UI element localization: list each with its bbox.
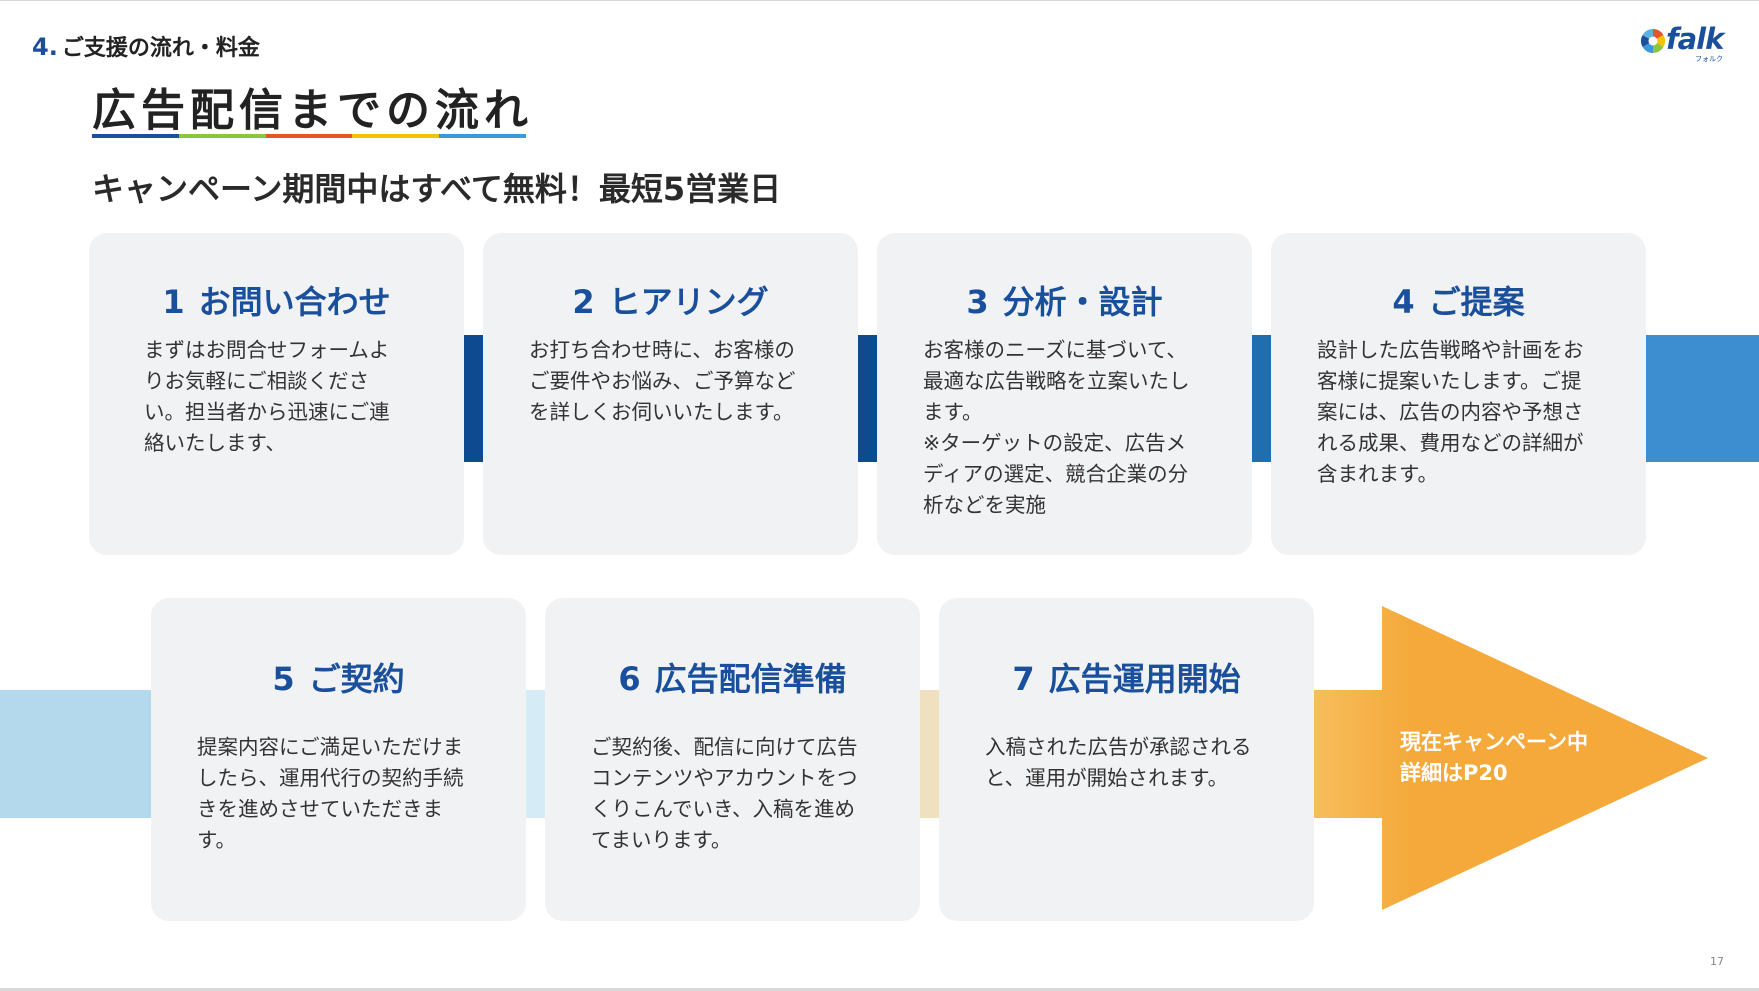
step-title: 7 広告運用開始 [939, 654, 1314, 700]
connector-bar [916, 690, 942, 818]
description-line: 入稿された広告が承認される [985, 735, 1252, 759]
underline-segment [265, 134, 353, 138]
falk-logo: falk フォルク [1640, 22, 1730, 64]
top-border [0, 0, 1759, 1]
step-description: 入稿された広告が承認される と、運用が開始されます。 [985, 732, 1295, 794]
description-line: くりこんでいき、入稿を進め [591, 797, 856, 821]
step-card-5: 5 ご契約 提案内容にご満足いただけま したら、運用代行の契約手続 きを進めさせて… [151, 598, 526, 921]
description-line: 析などを実施 [923, 493, 1046, 517]
step-description: まずはお問合せフォームよ りお気軽にご相談くださ い。担当者から迅速にご連 絡い… [144, 335, 444, 459]
step-number: 2 [572, 283, 595, 321]
connector-bar [854, 335, 880, 462]
description-line: 含まれます。 [1317, 462, 1438, 486]
step-title-text: 分析・設計 [1002, 283, 1163, 321]
step-card-1: 1 お問い合わせ まずはお問合せフォームよ りお気軽にご相談くださ い。担当者から… [89, 233, 464, 555]
step-title-text: ご提案 [1428, 283, 1525, 321]
description-line: コンテンツやアカウントをつ [591, 766, 858, 790]
page-title: 広告配信までの流れ [92, 85, 533, 136]
description-line: ご要件やお悩み、ご予算など [529, 369, 796, 393]
description-line: したら、運用代行の契約手続 [197, 766, 464, 790]
step-number: 7 [1012, 660, 1035, 698]
step-number: 4 [1392, 283, 1415, 321]
description-line: まずはお問合せフォームよ [144, 338, 390, 362]
description-line: お打ち合わせ時に、お客様の [529, 338, 795, 362]
connector-bar [1248, 335, 1274, 462]
step-card-4: 4 ご提案 設計した広告戦略や計画をお 客様に提案いたします。ご提 案には、広告の… [1271, 233, 1646, 555]
connector-bar [0, 690, 160, 818]
step-card-3: 3 分析・設計 お客様のニーズに基づいて、 最適な広告戦略を立案いたし ます。 ※… [877, 233, 1252, 555]
campaign-line: 現在キャンペーン中 [1400, 730, 1588, 754]
section-number: 4. [32, 33, 58, 61]
description-line: 最適な広告戦略を立案いたし [923, 369, 1190, 393]
logo-word: falk [1666, 22, 1724, 56]
step-title-text: お問い合わせ [198, 283, 391, 321]
step-title-text: ヒアリング [608, 283, 769, 321]
description-line: ディアの選定、競合企業の分 [923, 462, 1189, 486]
description-line: ご契約後、配信に向けて広告 [591, 735, 858, 759]
subtitle: キャンペーン期間中はすべて無料！最短5営業日 [92, 170, 782, 208]
description-line: ※ターゲットの設定、広告メ [923, 431, 1187, 455]
campaign-arrow-icon [1314, 606, 1708, 910]
connector-bar [1642, 335, 1759, 462]
page-number: 17 [1710, 955, 1724, 968]
description-line: りお気軽にご相談くださ [144, 369, 370, 393]
campaign-line: 詳細はP20 [1400, 761, 1508, 785]
step-card-7: 7 広告運用開始 入稿された広告が承認される と、運用が開始されます。 [939, 598, 1314, 921]
logo-kana: フォルク [1695, 55, 1723, 63]
step-title: 1 お問い合わせ [89, 277, 464, 323]
description-line: てまいります。 [591, 828, 732, 852]
step-title-text: ご契約 [308, 660, 405, 698]
description-line: 案には、広告の内容や予想さ [1317, 400, 1584, 424]
description-line: 設計した広告戦略や計画をお [1317, 338, 1584, 362]
step-description: 提案内容にご満足いただけま したら、運用代行の契約手続 きを進めさせていただきま… [197, 732, 507, 856]
underline-segment [439, 134, 526, 138]
step-number: 1 [162, 283, 185, 321]
step-title: 5 ご契約 [151, 654, 526, 700]
description-line: ます。 [923, 400, 983, 424]
step-title: 3 分析・設計 [877, 277, 1252, 323]
description-line: い。担当者から迅速にご連 [144, 400, 390, 424]
description-line: きを進めさせていただきま [197, 797, 443, 821]
description-line: す。 [197, 828, 236, 852]
step-number: 3 [966, 283, 989, 321]
step-title-text: 広告配信準備 [654, 660, 847, 698]
section-label: 4.ご支援の流れ・料金 [32, 30, 260, 62]
section-title: ご支援の流れ・料金 [61, 36, 260, 61]
step-title: 2 ヒアリング [483, 277, 858, 323]
step-title: 6 広告配信準備 [545, 654, 920, 700]
description-line: れる成果、費用などの詳細が [1317, 431, 1584, 455]
underline-segment [92, 134, 179, 138]
description-line: お客様のニーズに基づいて、 [923, 338, 1187, 362]
underline-segment [178, 134, 266, 138]
step-title: 4 ご提案 [1271, 277, 1646, 323]
step-description: 設計した広告戦略や計画をお 客様に提案いたします。ご提 案には、広告の内容や予想… [1317, 335, 1627, 490]
step-card-6: 6 広告配信準備 ご契約後、配信に向けて広告 コンテンツやアカウントをつ くりこん… [545, 598, 920, 921]
description-line: と、運用が開始されます。 [985, 766, 1229, 790]
description-line: 客様に提案いたします。ご提 [1317, 369, 1582, 393]
connector-bar [460, 335, 486, 462]
step-number: 6 [618, 660, 641, 698]
step-number: 5 [272, 660, 295, 698]
title-underline [92, 134, 526, 138]
step-description: お打ち合わせ時に、お客様の ご要件やお悩み、ご予算など を詳しくお伺いいたします… [529, 335, 839, 428]
connector-bar [522, 690, 548, 818]
description-line: 絡いたします、 [144, 431, 286, 455]
bottom-border [0, 988, 1759, 991]
campaign-notice: 現在キャンペーン中 詳細はP20 [1400, 727, 1588, 789]
step-description: お客様のニーズに基づいて、 最適な広告戦略を立案いたし ます。 ※ターゲットの設… [923, 335, 1233, 521]
underline-segment [352, 134, 440, 138]
step-title-text: 広告運用開始 [1048, 660, 1241, 698]
step-card-2: 2 ヒアリング お打ち合わせ時に、お客様の ご要件やお悩み、ご予算など を詳しくお… [483, 233, 858, 555]
step-description: ご契約後、配信に向けて広告 コンテンツやアカウントをつ くりこんでいき、入稿を進… [591, 732, 901, 856]
logo-mark-icon [1640, 28, 1666, 53]
description-line: を詳しくお伺いいたします。 [529, 400, 794, 424]
description-line: 提案内容にご満足いただけま [197, 735, 464, 759]
